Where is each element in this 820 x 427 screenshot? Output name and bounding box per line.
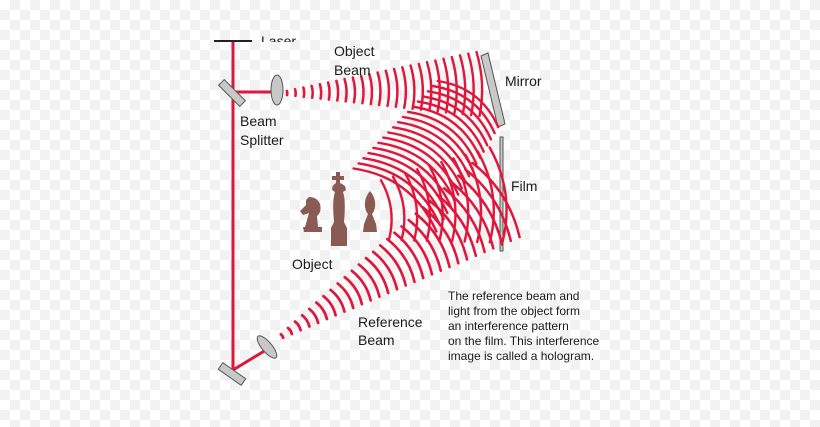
object-beam-wavefront — [310, 84, 314, 99]
beam-splitter-label-line1: Beam — [240, 113, 277, 129]
reference-beam-wavefront — [329, 288, 346, 313]
reference-beam-wavefront — [421, 206, 460, 265]
object-beam-wavefront — [467, 52, 475, 117]
object-light-wavefront — [379, 179, 393, 241]
object-beam-wavefront — [293, 88, 298, 98]
reference-beam-wavefront — [385, 237, 416, 284]
mirror — [480, 52, 506, 128]
reference-beam-wavefront — [293, 320, 302, 332]
reference-beam-wavefront — [343, 275, 364, 306]
reflected-beam-wavefront — [397, 121, 471, 178]
object-beam-wavefront — [425, 60, 433, 112]
reference-beam-wavefront — [471, 161, 521, 239]
object-beam-wavefront — [326, 81, 331, 101]
reflected-beam-wavefront — [357, 162, 442, 227]
reference-beam-wavefront — [300, 313, 311, 328]
object-beam-label-line1: Object — [334, 43, 375, 59]
object-beam-wavefront — [302, 86, 306, 99]
object-light-wavefront — [428, 164, 444, 243]
object-light-wavefront — [440, 160, 457, 243]
object-beam-wavefront — [351, 76, 357, 104]
reflected-beam-wavefront — [387, 131, 464, 190]
reflected-beam-wavefront — [431, 84, 496, 135]
object-beam-wavefront — [417, 62, 425, 111]
object-beam-wavefront — [409, 64, 416, 110]
film-label: Film — [511, 178, 537, 194]
reflected-beam-wavefront — [421, 95, 489, 147]
caption-line: light from the object form — [448, 304, 580, 318]
reference-beam-wavefront — [393, 231, 425, 280]
laser-label: Laser — [261, 33, 296, 49]
bishop-piece — [363, 191, 377, 232]
object-light-wavefront — [416, 168, 432, 242]
object-beam-label-line2: Beam — [334, 62, 371, 78]
reference-beam-wavefront — [400, 225, 434, 276]
chess-object — [300, 172, 377, 246]
object-beam-wavefront — [401, 66, 408, 110]
reference-beam-wavefront — [336, 282, 355, 310]
reference-beam-wavefront — [442, 187, 486, 254]
object-beam-wavefront — [392, 67, 399, 109]
reference-beam-wavefront — [322, 294, 337, 317]
caption-line: an interference pattern — [448, 319, 569, 333]
beam-splitter-label-line2: Splitter — [240, 132, 284, 148]
reference-beam-wavefront — [371, 250, 399, 291]
reflected-beam-wavefront — [436, 79, 500, 129]
object-beam-wavefront — [376, 71, 382, 107]
reference-beam-wavefront — [357, 263, 381, 299]
object-beam-wavefront — [359, 74, 365, 105]
reflected-beam-wavefront — [406, 110, 478, 166]
object-light-wavefront — [452, 157, 470, 243]
object-label: Object — [292, 256, 333, 272]
reference-beam-wavefront — [350, 269, 373, 302]
reference-beam-wavefront — [315, 301, 329, 321]
object-light-wavefront — [488, 146, 508, 244]
object-light-wavefront — [476, 149, 495, 244]
reference-beam-wavefront — [364, 256, 390, 295]
object-beam-wavefront — [343, 77, 348, 103]
object-beam-wavefront — [384, 69, 391, 108]
object-light-wavefront — [464, 153, 483, 244]
object-beam-wavefront — [368, 72, 374, 106]
object-beam-lens — [270, 74, 284, 106]
caption-line: image is called a hologram. — [448, 349, 594, 363]
object-beam-wavefront — [442, 57, 450, 114]
reflected-beam-wavefront — [426, 90, 493, 141]
lower-mirror — [217, 361, 247, 387]
reference-beam-wavefront — [307, 307, 320, 325]
caption-line: The reference beam and — [448, 289, 579, 303]
reference-beam-wavefront — [407, 218, 443, 272]
reference-beam-wavefront — [279, 332, 285, 340]
reflected-beam-wavefront — [416, 100, 485, 153]
reference-beam-label-line2: Beam — [358, 332, 395, 348]
reference-beam-wavefront — [378, 244, 408, 287]
caption: The reference beam and light from the ob… — [448, 289, 600, 363]
caption-line: on the film. This interference — [448, 334, 600, 348]
king-piece — [331, 172, 347, 246]
object-light-wavefront — [391, 175, 406, 242]
reflected-beam-wavefront — [377, 141, 456, 202]
object-beam-wavefront — [458, 54, 467, 116]
beam-wavefronts — [279, 50, 521, 340]
mirror-label: Mirror — [505, 73, 542, 89]
knight-piece — [300, 197, 322, 232]
reference-beam-wavefront — [286, 326, 294, 336]
reference-beam-wavefront — [414, 212, 451, 269]
reference-beam-label-line1: Reference — [358, 314, 423, 330]
reference-beam-lens — [256, 335, 278, 359]
object-beam-wavefront — [318, 82, 323, 100]
object-beam-wavefront — [335, 79, 340, 102]
object-light-wavefront — [403, 171, 419, 242]
beam-splitter — [217, 78, 247, 108]
mirror-to-lens-beam — [232, 348, 267, 372]
reference-beam-wavefront — [456, 174, 504, 246]
reflected-beam-wavefront — [411, 105, 482, 159]
reflected-beam-wavefront — [372, 146, 453, 209]
